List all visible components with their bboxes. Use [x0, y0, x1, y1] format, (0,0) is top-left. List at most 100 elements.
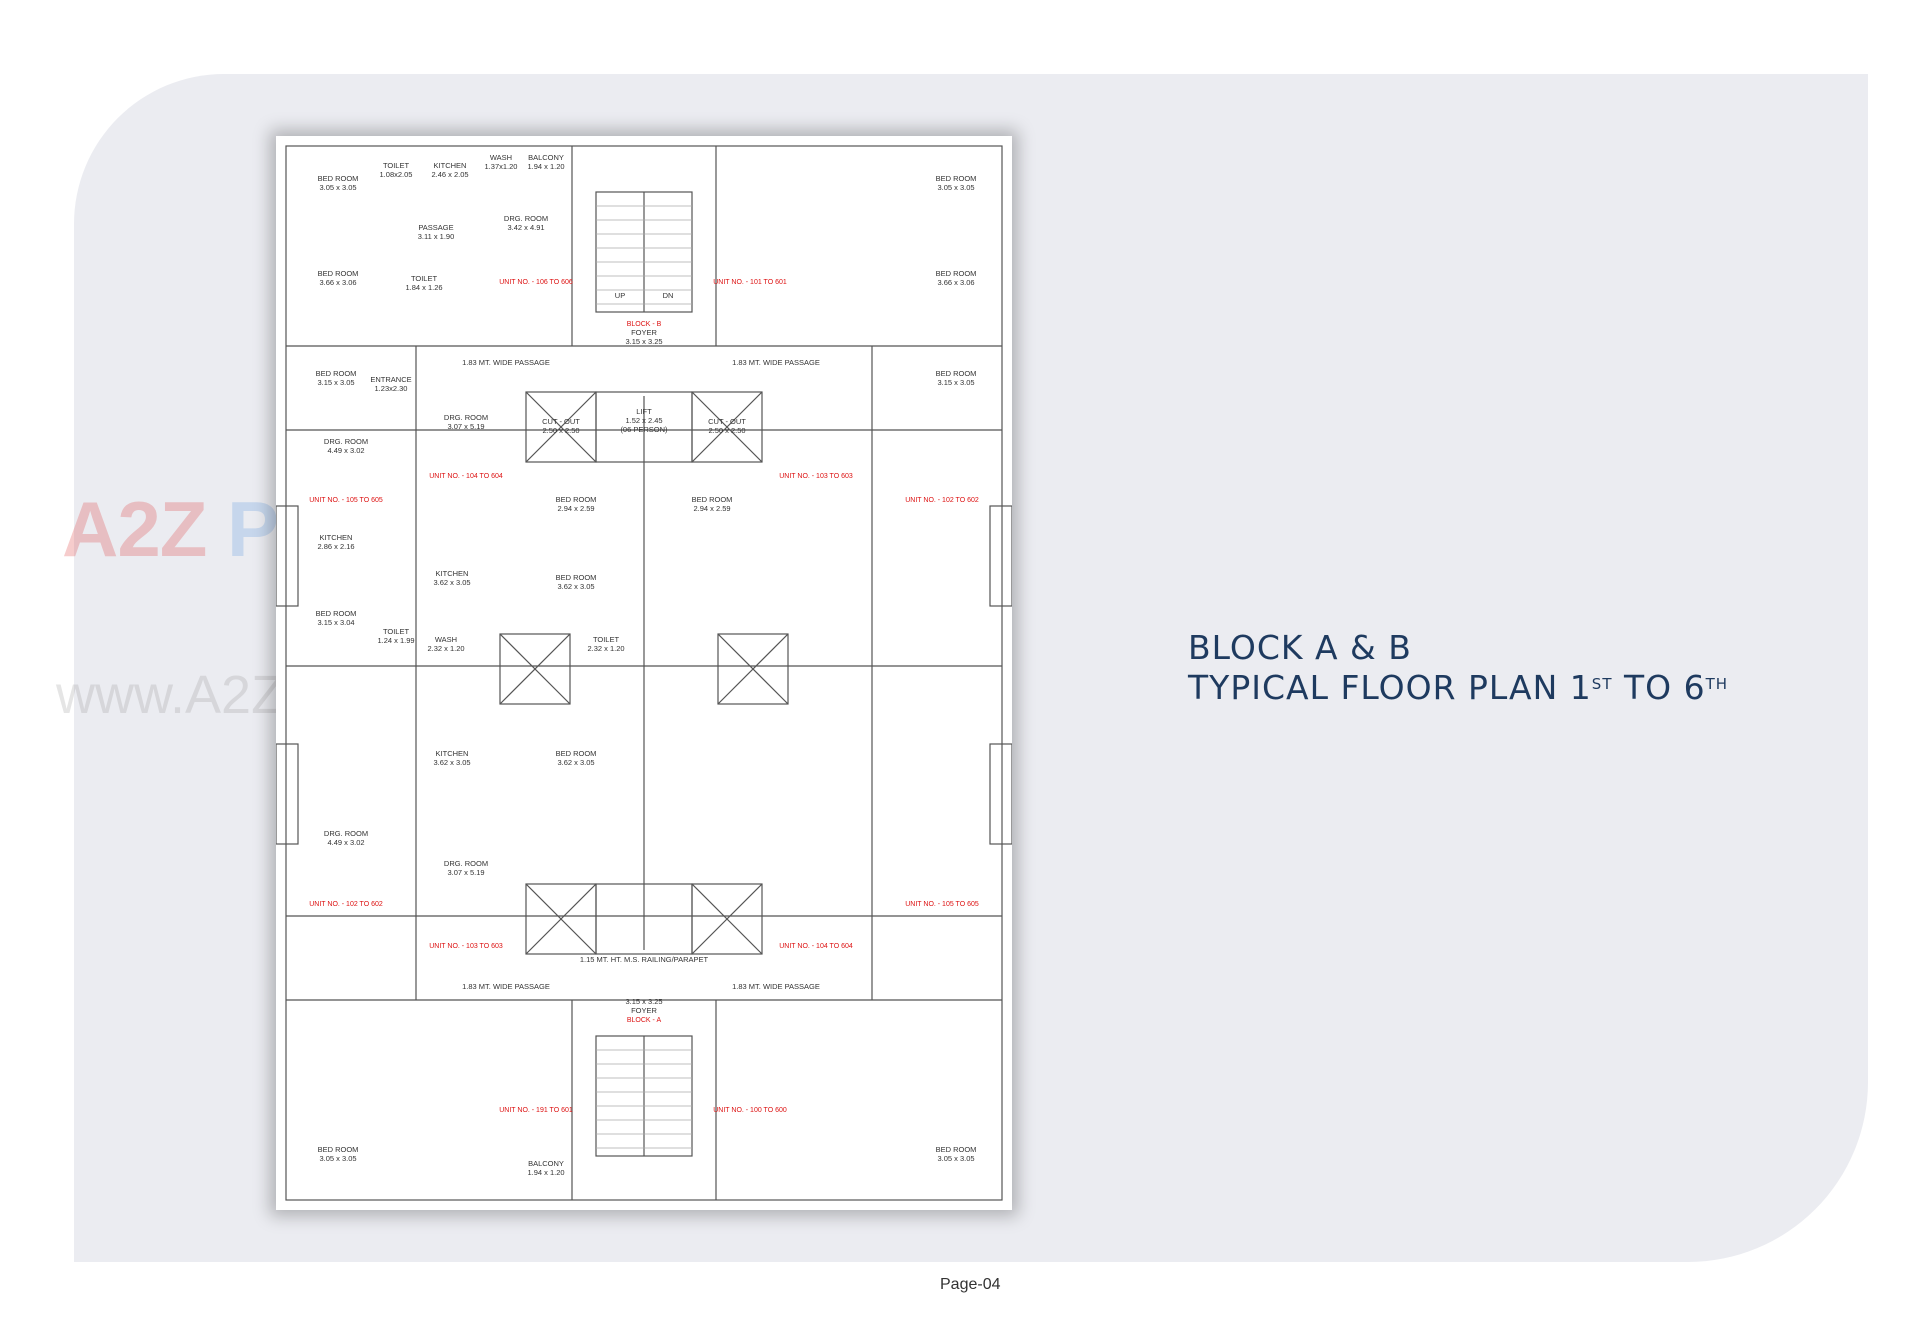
block-label: BLOCK - B — [627, 321, 662, 328]
room-dim: 3.62 x 3.05 — [557, 582, 594, 591]
foyer-label: FOYER — [631, 328, 657, 337]
unit-label: UNIT NO. - 103 TO 603 — [779, 473, 853, 480]
room-label: BED ROOM — [318, 269, 359, 278]
room-label: BED ROOM — [556, 495, 597, 504]
unit-label: UNIT NO. - 104 TO 604 — [779, 943, 853, 950]
room-dim: 3.05 x 3.05 — [937, 1154, 974, 1163]
room-label: BED ROOM — [936, 269, 977, 278]
room-dim: 3.66 x 3.06 — [937, 278, 974, 287]
unit-label: UNIT NO. - 102 TO 602 — [309, 901, 383, 908]
room-label: KITCHEN — [434, 161, 467, 170]
title-line-2: TYPICAL FLOOR PLAN 1ST TO 6TH — [1188, 668, 1729, 707]
room-dim: 2.32 x 1.20 — [587, 644, 624, 653]
room-dim: 1.24 x 1.99 — [377, 636, 414, 645]
room-dim: 1.23x2.30 — [375, 384, 408, 393]
room-dim: 3.05 x 3.05 — [937, 183, 974, 192]
room-dim: 2.32 x 1.20 — [427, 644, 464, 653]
cutout-label: CUT - OUT — [542, 417, 580, 426]
passage-label: 1.83 MT. WIDE PASSAGE — [732, 358, 820, 367]
unit-label: UNIT NO. - 106 TO 606 — [499, 279, 573, 286]
room-label: KITCHEN — [320, 533, 353, 542]
title-line-1: BLOCK A & B — [1188, 628, 1412, 667]
room-dim: 3.05 x 3.05 — [319, 183, 356, 192]
room-dim: 3.62 x 3.05 — [433, 758, 470, 767]
room-dim: 3.66 x 3.06 — [319, 278, 356, 287]
unit-label: UNIT NO. - 105 TO 605 — [905, 901, 979, 908]
room-label: TOILET — [383, 161, 410, 170]
unit-label: UNIT NO. - 104 TO 604 — [429, 473, 503, 480]
room-dim: 4.49 x 3.02 — [327, 838, 364, 847]
floor-plan: BED ROOM 3.05 x 3.05 TOILET 1.08x2.05 KI… — [276, 136, 1012, 1210]
unit-label: UNIT NO. - 100 TO 600 — [713, 1107, 787, 1114]
room-label: DRG. ROOM — [444, 859, 488, 868]
room-dim: 1.08x2.05 — [380, 170, 413, 179]
room-dim: 1.84 x 1.26 — [405, 283, 442, 292]
foyer-dim: 3.15 x 3.25 — [625, 337, 662, 346]
room-dim: 2.94 x 2.59 — [693, 504, 730, 513]
room-dim: 3.42 x 4.91 — [507, 223, 544, 232]
room-label: BED ROOM — [936, 174, 977, 183]
room-dim: 4.49 x 3.02 — [327, 446, 364, 455]
passage-label: 1.83 MT. WIDE PASSAGE — [732, 982, 820, 991]
page-number: Page-04 — [940, 1276, 1001, 1293]
unit-label: UNIT NO. - 105 TO 605 — [309, 497, 383, 504]
room-dim: 2.94 x 2.59 — [557, 504, 594, 513]
room-label: DRG. ROOM — [324, 437, 368, 446]
room-label: WASH — [490, 153, 512, 162]
passage-label: 1.83 MT. WIDE PASSAGE — [462, 982, 550, 991]
room-label: TOILET — [593, 635, 620, 644]
room-label: BED ROOM — [556, 749, 597, 758]
room-label: TOILET — [411, 274, 438, 283]
room-dim: 3.07 x 5.19 — [447, 868, 484, 877]
room-label: KITCHEN — [436, 569, 469, 578]
room-label: BED ROOM — [318, 174, 359, 183]
unit-label: UNIT NO. - 191 TO 601 — [499, 1107, 573, 1114]
room-dim: 3.07 x 5.19 — [447, 422, 484, 431]
room-dim: 3.15 x 3.04 — [317, 618, 354, 627]
railing-label: 1.15 MT. HT. M.S. RAILING/PARAPET — [580, 955, 709, 964]
room-label: WASH — [435, 635, 457, 644]
room-label: DRG. ROOM — [504, 214, 548, 223]
unit-label: UNIT NO. - 102 TO 602 — [905, 497, 979, 504]
room-label: DRG. ROOM — [324, 829, 368, 838]
lift-dim: 1.52 x 2.45 — [625, 416, 662, 425]
room-label: ENTRANCE — [370, 375, 411, 384]
cutout-label: CUT - OUT — [708, 417, 746, 426]
room-label: BED ROOM — [936, 369, 977, 378]
lift-label: LIFT — [636, 407, 652, 416]
room-dim: 3.62 x 3.05 — [433, 578, 470, 587]
room-label: BALCONY — [528, 153, 564, 162]
room-label: BED ROOM — [936, 1145, 977, 1154]
cutout-dim: 2.50 x 2.50 — [708, 426, 745, 435]
plan-title: BLOCK A & B TYPICAL FLOOR PLAN 1ST TO 6T… — [1188, 628, 1728, 708]
room-label: KITCHEN — [436, 749, 469, 758]
room-dim: 3.05 x 3.05 — [319, 1154, 356, 1163]
floor-plan-drawing: BED ROOM 3.05 x 3.05 TOILET 1.08x2.05 KI… — [276, 145, 1012, 1201]
room-label: BED ROOM — [556, 573, 597, 582]
room-dim: 3.15 x 3.05 — [317, 378, 354, 387]
room-label: BED ROOM — [692, 495, 733, 504]
foyer-dim: 3.15 x 3.25 — [625, 997, 662, 1006]
room-label: BED ROOM — [318, 1145, 359, 1154]
stair-up: UP — [615, 291, 625, 300]
room-label: BED ROOM — [316, 609, 357, 618]
unit-label: UNIT NO. - 103 TO 603 — [429, 943, 503, 950]
foyer-label: FOYER — [631, 1006, 657, 1015]
room-label: DRG. ROOM — [444, 413, 488, 422]
room-dim: 2.86 x 2.16 — [317, 542, 354, 551]
block-label: BLOCK - A — [627, 1017, 662, 1024]
room-label: BALCONY — [528, 1159, 564, 1168]
room-dim: 2.46 x 2.05 — [431, 170, 468, 179]
room-dim: 1.94 x 1.20 — [527, 1168, 564, 1177]
room-dim: 1.37x1.20 — [485, 162, 518, 171]
lift-cap: (06 PERSON) — [620, 425, 668, 434]
room-dim: 3.11 x 1.90 — [418, 232, 455, 241]
room-label: PASSAGE — [418, 223, 453, 232]
cutout-dim: 2.50 x 2.50 — [542, 426, 579, 435]
room-dim: 3.15 x 3.05 — [937, 378, 974, 387]
passage-label: 1.83 MT. WIDE PASSAGE — [462, 358, 550, 367]
room-dim: 3.62 x 3.05 — [557, 758, 594, 767]
unit-label: UNIT NO. - 101 TO 601 — [713, 279, 787, 286]
room-label: BED ROOM — [316, 369, 357, 378]
stair-dn: DN — [663, 291, 674, 300]
